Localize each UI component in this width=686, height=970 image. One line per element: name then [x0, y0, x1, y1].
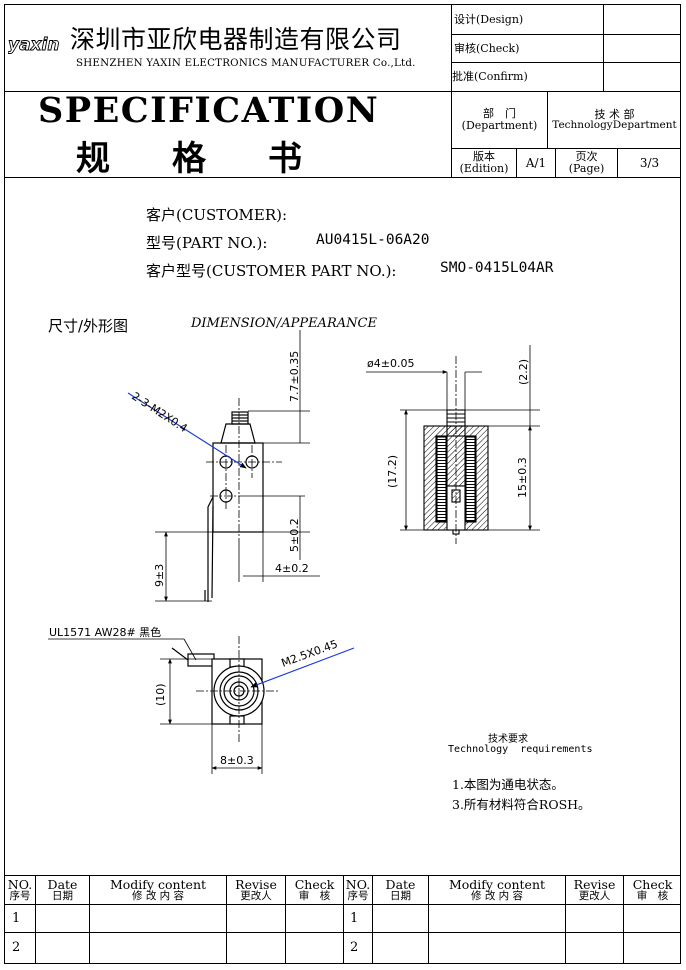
- table-header-en: Check: [632, 876, 673, 892]
- dim-8: 8±0.3: [220, 754, 254, 767]
- page-en: (Page): [568, 162, 605, 175]
- edition-value: A/1: [525, 155, 547, 170]
- customer-part-number: SMO-0415L04AR: [440, 260, 554, 276]
- section-title-cn: 尺寸/外形图: [48, 317, 129, 335]
- table-header-en: NO.: [7, 876, 33, 892]
- wire-spec: UL1571 AW28# 黑色: [49, 625, 161, 639]
- page-value: 3/3: [639, 155, 660, 170]
- department-cn: 部 门: [483, 107, 516, 121]
- table-header-cn: 日期: [52, 890, 73, 903]
- dim-15: 15±0.3: [516, 457, 529, 498]
- dim-7-7: 7.7±0.35: [288, 351, 301, 402]
- table-header-en: Date: [47, 876, 78, 892]
- table-header-en: NO.: [345, 876, 371, 892]
- table-header-cn: 更改人: [578, 890, 611, 903]
- page-frame: [4, 4, 681, 964]
- bottom-view-dimensions: [48, 638, 263, 774]
- front-view: [204, 411, 264, 602]
- dim-17-2: (17.2): [386, 455, 399, 488]
- confirm-label: 批准(Confirm): [452, 70, 528, 84]
- table-header-en: Revise: [235, 876, 277, 892]
- requirement-item: 3.所有材料符合ROSH。: [452, 797, 591, 812]
- table-row-1-no-right: 1: [350, 910, 359, 926]
- spec-title: SPECIFICATION: [38, 90, 380, 131]
- tech-dept-cn: 技 术 部: [594, 107, 635, 121]
- table-header-cell: NO.序号: [344, 876, 372, 904]
- spec-title-cn: 规 格 书: [76, 139, 316, 179]
- table-header-en: Modify content: [109, 876, 207, 892]
- table-header-cn: 修 改 内 容: [470, 890, 523, 903]
- logo-text: yaxin: [8, 35, 59, 55]
- edition-cn: 版本: [473, 150, 495, 164]
- dim-5: 5±0.2: [288, 518, 301, 552]
- table-header-cell: NO.序号: [5, 876, 35, 904]
- requirements-title-cn: 技术要求: [488, 734, 528, 745]
- company-logo: yaxin: [8, 31, 70, 56]
- table-header-cn: 更改人: [240, 890, 272, 903]
- dim-diameter: ø4±0.05: [367, 357, 414, 370]
- table-header-cn: 序号: [347, 890, 369, 903]
- table-header-cn: 序号: [9, 890, 31, 903]
- check-label: 审核(Check): [454, 41, 520, 55]
- table-header-en: Check: [294, 876, 335, 892]
- tech-dept-en: TechnologyDepartment: [552, 119, 677, 132]
- section-title-en: DIMENSION/APPEARANCE: [191, 316, 377, 331]
- dim-thread: 2-3-M2X0.4: [129, 390, 189, 435]
- part-label: 型号(PART NO.):: [146, 234, 268, 252]
- customer-label: 客户(CUSTOMER):: [146, 206, 288, 224]
- design-label: 设计(Design): [454, 12, 524, 26]
- edition-en: (Edition): [459, 162, 509, 175]
- bottom-view: [171, 647, 265, 725]
- page-label: 页次 (Page): [556, 149, 617, 177]
- table-header-cn: 修 改 内 容: [131, 890, 184, 903]
- table-header-en: Modify content: [448, 876, 546, 892]
- table-row-1-no-left: 1: [12, 910, 21, 926]
- dim-10: (10): [154, 683, 167, 706]
- requirement-item: 1.本图为通电状态。: [452, 777, 564, 792]
- department-label: 部 门 (Department): [452, 92, 547, 148]
- table-row-2-no-left: 2: [12, 940, 21, 956]
- page-cn: 页次: [575, 150, 598, 164]
- table-header-en: Revise: [573, 876, 616, 892]
- table-header-cn: 日期: [390, 890, 411, 903]
- dim-2-2: (2.2): [517, 359, 530, 385]
- part-number: AU0415L-06A20: [316, 232, 430, 248]
- dim-4: 4±0.2: [275, 562, 309, 575]
- table-row-2-no-right: 2: [350, 940, 359, 956]
- section-view-dimensions: [366, 345, 540, 531]
- table-header-en: Date: [385, 876, 416, 892]
- edition-label: 版本 (Edition): [452, 149, 516, 177]
- department-en: (Department): [461, 119, 538, 132]
- table-header-cn: 审 核: [636, 890, 669, 903]
- requirements-title-en: Technology requirements: [448, 744, 593, 755]
- front-view-dimensions: [155, 330, 320, 602]
- company-name-en: SHENZHEN YAXIN ELECTRONICS MANUFACTURER …: [76, 57, 416, 69]
- company-name-cn: 深圳市亚欣电器制造有限公司: [70, 25, 402, 54]
- table-header-cn: 审 核: [298, 890, 331, 903]
- customer-part-label: 客户型号(CUSTOMER PART NO.):: [146, 262, 397, 280]
- dim-9: 9±3: [153, 564, 166, 587]
- department-value: 技 术 部 TechnologyDepartment: [548, 92, 681, 148]
